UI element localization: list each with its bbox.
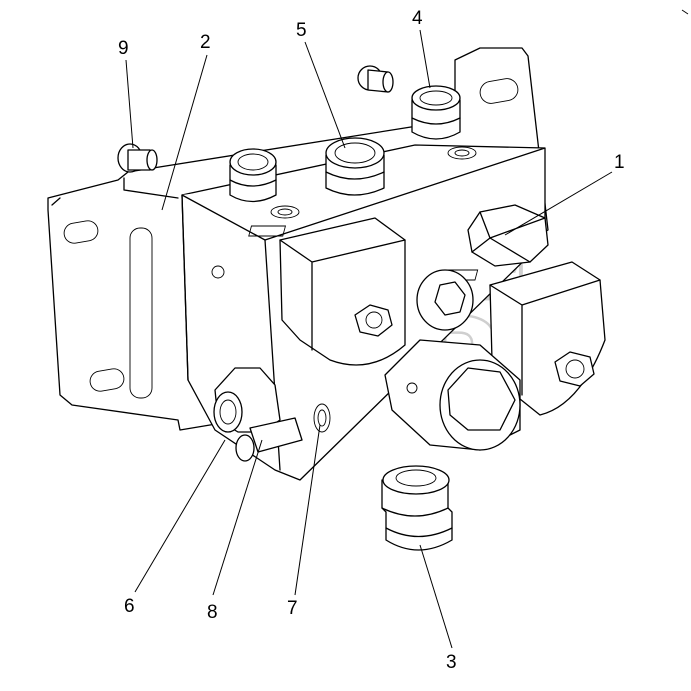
callout-8: 8 <box>207 602 218 623</box>
center-fitting-upper <box>416 269 474 331</box>
corner-mark <box>681 9 689 15</box>
top-fitting-left <box>229 148 277 203</box>
callout-4: 4 <box>412 8 423 29</box>
callout-labels: 1 2 3 4 5 6 7 8 9 <box>118 8 625 673</box>
leader-3 <box>419 544 453 649</box>
leader-2 <box>161 54 208 211</box>
hex-plug <box>467 204 549 267</box>
solenoid-coil-right <box>442 261 606 416</box>
leader-5 <box>304 41 346 149</box>
leader-9 <box>125 59 134 149</box>
callout-3: 3 <box>446 652 457 673</box>
center-valve-body <box>384 339 521 451</box>
solenoid-coil-left <box>248 217 406 366</box>
callout-1: 1 <box>614 152 625 173</box>
side-fitting <box>213 367 303 462</box>
callout-5: 5 <box>296 20 307 41</box>
leader-4 <box>419 29 431 89</box>
leader-lines <box>125 29 613 649</box>
callout-9: 9 <box>118 38 129 59</box>
leader-8 <box>212 439 263 596</box>
callout-7: 7 <box>287 598 298 619</box>
callout-2: 2 <box>200 32 211 53</box>
leader-7 <box>294 424 321 596</box>
loose-fitting <box>381 465 453 551</box>
callout-6: 6 <box>124 596 135 617</box>
top-fitting-middle <box>325 137 385 196</box>
leader-1 <box>504 171 613 236</box>
stud-bolts <box>117 65 394 173</box>
leader-6 <box>134 439 226 593</box>
top-fitting-right <box>411 85 461 140</box>
